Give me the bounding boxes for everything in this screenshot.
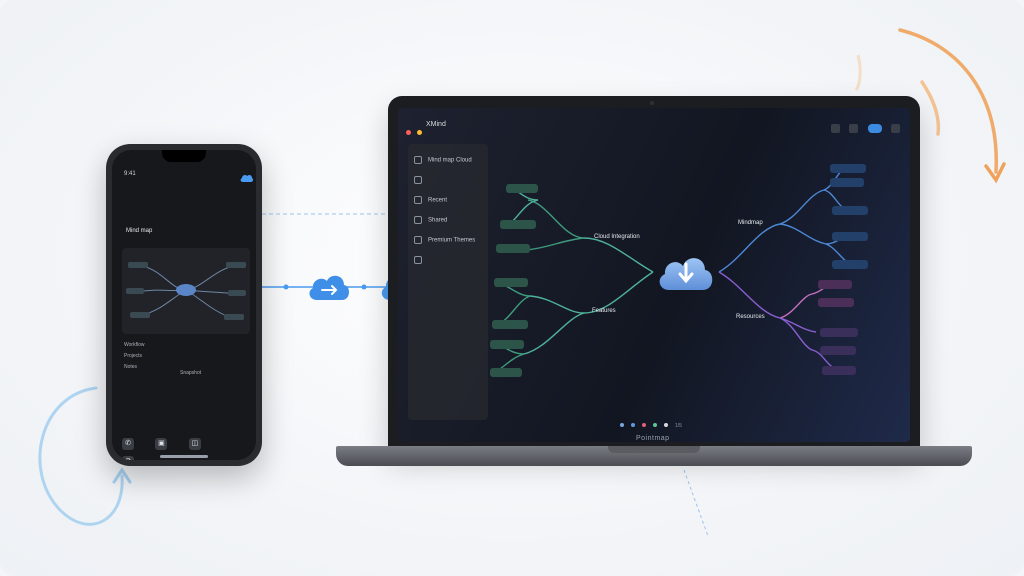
phone-mindmap-preview[interactable] [122, 248, 250, 334]
users-icon [414, 216, 422, 224]
leaf-node[interactable] [490, 368, 522, 377]
phone-notch [162, 150, 206, 162]
sync-toggle[interactable] [867, 124, 882, 133]
leaf-node[interactable] [832, 206, 868, 215]
phone-chat-icon[interactable]: ▣ [155, 438, 168, 450]
page-indicator[interactable]: 1/5 [620, 414, 682, 432]
phone-map-title: Mind map [126, 228, 153, 234]
sidebar-item-label: Shared [428, 217, 448, 224]
sidebar-item-cloud[interactable]: Mind map Cloud [414, 156, 472, 164]
phone-device: 9:41 Mind map Workflow Projects N [106, 144, 262, 466]
blue-arrowhead [112, 467, 132, 484]
sidebar-item-label: Premium Themes [428, 237, 476, 244]
sidebar-item-themes[interactable]: Premium Themes [414, 236, 475, 244]
sidebar-item-recent[interactable]: Recent [414, 196, 447, 204]
laptop-lid: XMind Mind map Cloud Recent Shared Premi… [388, 96, 920, 450]
sidebar-item-label: Recent [428, 197, 448, 204]
phone-screen: 9:41 Mind map Workflow Projects N [112, 150, 256, 460]
sidebar-item-document[interactable] [414, 176, 428, 184]
trash-icon [414, 256, 422, 264]
phone-dock: ✆ ▣ ◫ ⚙ [122, 432, 246, 460]
mindmap-node-mindmap[interactable]: Mindmap [738, 220, 763, 226]
profile-icon[interactable] [891, 124, 900, 133]
document-icon [414, 176, 422, 184]
toolbar-icons [826, 120, 900, 138]
orange-arc-faint [854, 54, 862, 91]
orange-arc-short [920, 80, 941, 136]
phone-secondary-label: Snapshot [180, 370, 202, 376]
palette-icon [414, 236, 422, 244]
leaf-node[interactable] [830, 178, 864, 187]
phone-row-2[interactable]: Projects [124, 353, 143, 359]
laptop-base-notch [608, 446, 700, 453]
blue-arc [38, 386, 124, 526]
leaf-node[interactable] [832, 260, 868, 269]
leaf-node[interactable] [832, 232, 868, 241]
leaf-node[interactable] [820, 346, 856, 355]
leaf-node[interactable] [494, 278, 528, 287]
phone-cloud-icon[interactable] [240, 170, 254, 182]
sync-cloud-icon[interactable] [304, 266, 354, 306]
laptop-base: Pointmap [336, 435, 972, 466]
export-icon[interactable] [830, 124, 840, 133]
laptop-screen: XMind Mind map Cloud Recent Shared Premi… [398, 108, 910, 442]
laptop-brand-label: Pointmap [636, 435, 670, 442]
leaf-node[interactable] [500, 220, 536, 229]
orange-arc [898, 28, 998, 174]
window-controls[interactable] [406, 122, 424, 140]
phone-status-text: 9:41 [124, 171, 136, 177]
leaf-node[interactable] [490, 340, 524, 349]
orange-arrowhead [984, 162, 1006, 184]
central-cloud-node-icon[interactable] [653, 248, 719, 296]
minimize-dot-icon[interactable] [417, 130, 423, 135]
leaf-node[interactable] [820, 328, 858, 337]
phone-settings-icon[interactable]: ⚙ [122, 456, 134, 460]
leaf-node[interactable] [818, 298, 854, 307]
dashed-connector-bottom [683, 469, 709, 537]
phone-row-1[interactable]: Workflow [124, 342, 145, 348]
mindmap-node-integration[interactable]: Cloud Integration [594, 234, 640, 240]
sidebar-item-label: Mind map Cloud [428, 157, 472, 164]
mindmap-node-features[interactable]: Features [592, 308, 616, 314]
leaf-node[interactable] [830, 164, 866, 173]
phone-call-icon[interactable]: ✆ [122, 438, 134, 450]
leaf-node[interactable] [496, 244, 530, 253]
phone-home-bar[interactable] [160, 455, 208, 458]
cloud-icon [414, 156, 422, 164]
sidebar-item-shared[interactable]: Shared [414, 216, 447, 224]
sidebar: Mind map Cloud Recent Shared Premium The… [408, 144, 488, 420]
share-icon[interactable] [849, 124, 859, 133]
leaf-node[interactable] [822, 366, 856, 375]
clock-icon [414, 196, 422, 204]
close-dot-icon[interactable] [406, 130, 411, 135]
app-title: XMind [426, 121, 446, 128]
leaf-node[interactable] [492, 320, 528, 329]
leaf-node[interactable] [818, 280, 852, 289]
phone-gallery-icon[interactable]: ◫ [188, 438, 201, 450]
phone-row-3[interactable]: Notes [124, 364, 138, 370]
pager-label: 1/5 [675, 423, 682, 429]
mindmap-node-resources[interactable]: Resources [736, 314, 765, 320]
sidebar-item-trash[interactable] [414, 256, 428, 264]
leaf-node[interactable] [506, 184, 538, 193]
laptop-camera [650, 101, 654, 105]
